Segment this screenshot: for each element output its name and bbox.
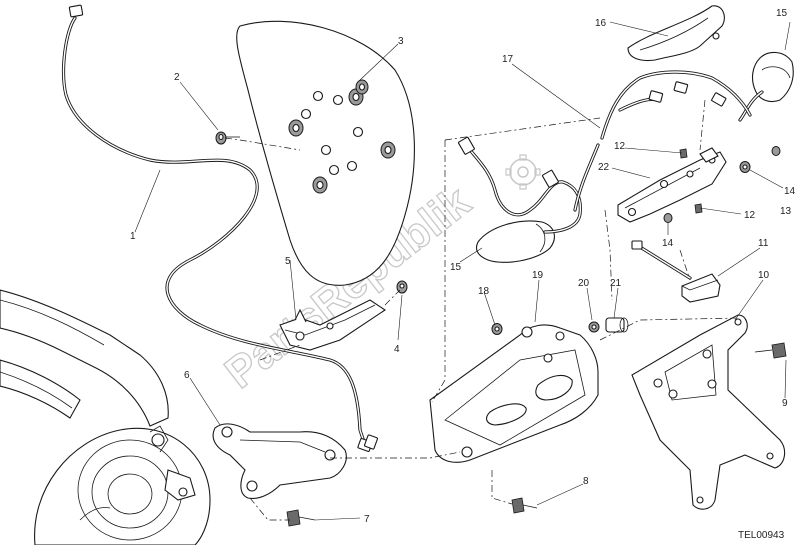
callout-15-right: 15: [776, 8, 788, 19]
callout-7: 7: [364, 514, 370, 525]
bolt-9: [754, 342, 787, 359]
callout-22: 22: [598, 162, 610, 173]
turn-signal-right: [738, 51, 794, 122]
support-bracket: [212, 423, 347, 499]
nut-13: [739, 161, 751, 173]
callout-14-top: 14: [784, 186, 796, 197]
callout-20: 20: [578, 278, 590, 289]
callout-4: 4: [394, 344, 400, 355]
diagram-code: TEL00943: [738, 530, 785, 541]
watermark-gear-icon: [505, 154, 541, 190]
callout-8: 8: [583, 476, 589, 487]
license-plate-holder: [631, 314, 786, 510]
frame-swingarm: [0, 289, 211, 545]
nut-14-top: [771, 146, 781, 156]
callout-21: 21: [610, 278, 622, 289]
license-plate-light: [631, 240, 721, 303]
lights-wiring-harness: [573, 70, 752, 212]
callout-14-bottom: 14: [662, 238, 674, 249]
bolt-8: [511, 497, 538, 514]
rubber-grommet: [396, 280, 408, 294]
spacer-21: [605, 317, 629, 333]
callout-1: 1: [130, 231, 136, 242]
leader-lines: [134, 21, 791, 521]
turn-signal-left: [457, 136, 582, 263]
license-plate-support: [429, 324, 599, 463]
plate-bracket: [279, 299, 386, 351]
callout-13: 13: [780, 206, 792, 217]
mudguard-plate: [236, 20, 415, 286]
callout-12-top: 12: [614, 141, 626, 152]
nut-14-bottom: [663, 213, 673, 223]
callout-18: 18: [478, 286, 490, 297]
callout-15-left: 15: [450, 262, 462, 273]
callout-12-bottom: 12: [744, 210, 756, 221]
callout-5: 5: [285, 256, 291, 267]
callout-labels: 1 2 3 4 5 6 7 8 9 10 11 12 12 13 14 14 1…: [130, 8, 796, 541]
assembly-lines: [224, 99, 741, 521]
callout-19: 19: [532, 270, 544, 281]
callout-11: 11: [758, 238, 769, 249]
bolt-7: [286, 509, 316, 527]
grommet-nut: [215, 131, 240, 145]
callout-10: 10: [758, 270, 770, 281]
nut-18: [491, 323, 503, 335]
callout-3: 3: [398, 36, 404, 47]
callout-16: 16: [595, 18, 607, 29]
callout-2: 2: [174, 72, 180, 83]
callout-6: 6: [184, 370, 190, 381]
callout-17: 17: [502, 54, 514, 65]
wiring-cable: [61, 4, 379, 453]
rear-cover: [627, 5, 725, 62]
light-support-bracket: [617, 147, 727, 223]
nut-20: [588, 321, 600, 333]
screw-12-bottom: [694, 203, 703, 214]
callout-9: 9: [782, 398, 788, 409]
screw-12-top: [679, 148, 688, 159]
